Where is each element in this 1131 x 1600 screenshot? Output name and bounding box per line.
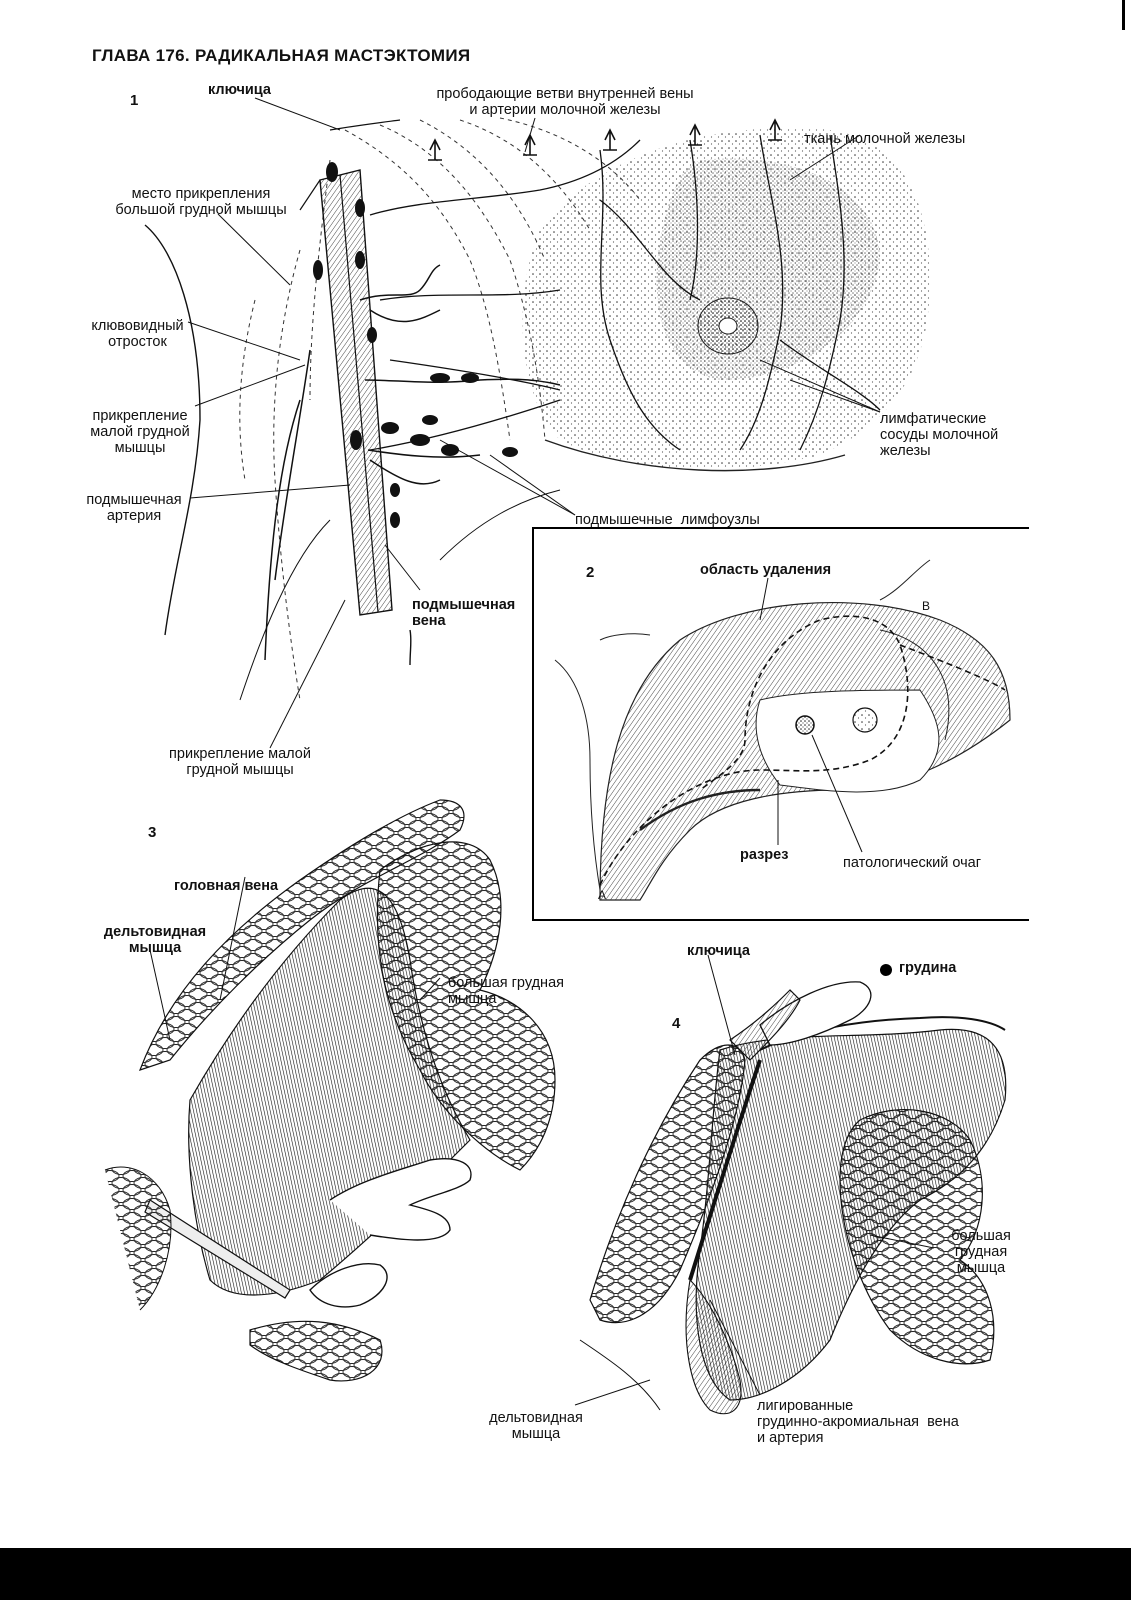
label-incision: разрез: [740, 847, 789, 863]
label-lesion: патологический очаг: [843, 855, 981, 871]
label-deltoid-fig3: дельтовидная мышца: [103, 924, 207, 956]
label-pec-minor-attachment: прикрепление малой грудной мышцы: [90, 408, 190, 456]
bottom-bar: [0, 1548, 1131, 1600]
label-axillary-vein: подмышечная вена: [412, 597, 516, 629]
label-cephalic-vein: головная вена: [174, 878, 279, 894]
label-perforating-branches: прободающие ветви внутренней вены и арте…: [436, 86, 694, 118]
label-axillary-artery: подмышечная артерия: [86, 492, 182, 524]
axillary-vessels: [299, 169, 393, 616]
label-pec-minor-attachment-bottom: прикрепление малой грудной мышцы: [169, 746, 311, 778]
figure3-number: 3: [148, 824, 157, 841]
figure3-drawing: [104, 799, 556, 1382]
bullet-dot: [880, 964, 892, 976]
label-breast-tissue: ткань молочной железы: [804, 131, 966, 147]
label-point-a: А: [598, 888, 607, 902]
figure2-number: 2: [586, 564, 595, 581]
page-header: ГЛАВА 176. РАДИКАЛЬНАЯ МАСТЭКТОМИЯ: [92, 46, 471, 65]
label-point-b: В: [922, 599, 931, 613]
axillary-lymph-nodes: [313, 162, 518, 528]
label-ligated-vessels: лигированные грудинно-акромиальная вена …: [757, 1398, 959, 1446]
label-pec-major-insertion: место прикрепления большой грудной мышцы: [115, 186, 287, 218]
label-removal-area: область удаления: [700, 562, 832, 578]
page-edge-mark: [1122, 0, 1125, 30]
nipple-fig2: [852, 707, 878, 733]
label-clavicle-fig4: ключица: [687, 943, 750, 959]
label-pec-major-fig4: большая грудная мышца: [951, 1228, 1011, 1276]
label-coracoid-process: клювовидный отросток: [91, 318, 184, 350]
lesion: [795, 715, 815, 735]
figure1-number: 1: [130, 92, 139, 109]
label-pec-major-fig3: большая грудная мышца: [448, 975, 564, 1007]
label-lymphatic-vessels: лимфатические сосуды молочной железы: [880, 411, 999, 459]
label-deltoid-fig4: дельтовидная мышца: [489, 1410, 583, 1442]
label-sternum: грудина: [899, 960, 957, 976]
figure1-drawing: [144, 97, 930, 749]
figure2-frame: [532, 527, 1029, 921]
label-axillary-lymph-nodes: подмышечные лимфоузлы: [575, 512, 760, 528]
figure2-drawing: [554, 559, 1011, 901]
figure4-number: 4: [672, 1015, 681, 1032]
figure4-drawing: [574, 954, 1007, 1415]
label-clavicle-fig1: ключица: [208, 82, 271, 98]
